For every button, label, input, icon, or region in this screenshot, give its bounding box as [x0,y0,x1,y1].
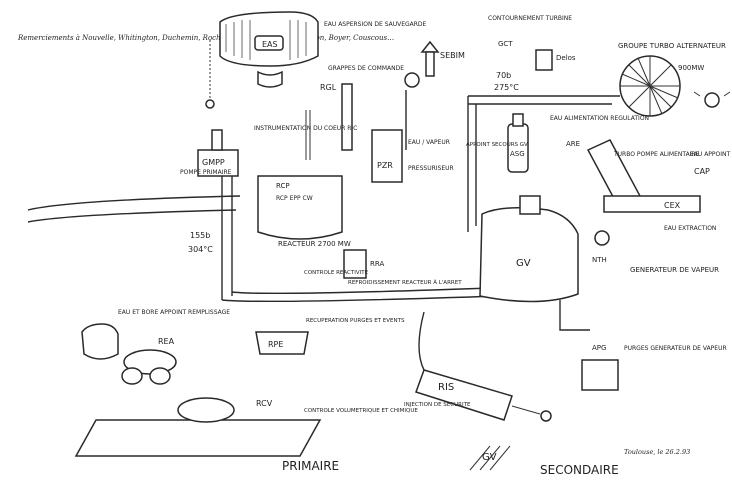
reacteur-label: REACTEUR 2700 MW [278,240,351,248]
temp-275: 275°C [494,83,519,92]
gmpp-pump: GMPP [197,129,239,177]
steam-generator: GV [479,195,579,303]
acknowledgement-note: Remerciements à Nouvelle, Whitington, Du… [17,34,394,42]
rgl-label: RGL [320,83,337,92]
teapot-icon [81,323,119,360]
rra-unit [343,249,367,279]
ris-syringe: RIS [415,369,552,422]
svg-text:RCP: RCP [276,182,290,190]
turbo-pompe-label: TURBO POMPE ALIMENTAIRE [613,151,700,158]
sebim-label: SEBIM [440,51,465,60]
pompe-primaire-label: POMPE PRIMAIRE [180,169,232,176]
appoint-secours-label: APPOINT SECOURS GV [466,142,528,148]
rea-label: REA [158,337,175,346]
controle-rx-label: CONTROLE REACTIVITE [304,270,369,276]
apg-tank [581,359,619,391]
signature: Toulouse, le 26.2.93 [624,448,690,456]
refroidissement-label: REFROIDISSEMENT REACTEUR À L'ARRET [348,279,462,286]
recuperation-label: RECUPERATION PURGES ET EVENTS [306,318,405,324]
eau-vapeur-label: EAU / VAPEUR [408,139,450,146]
rea-pumps [121,349,177,385]
eas-label: EAS [262,40,278,49]
gct-valve [535,49,553,71]
gv-bottom-label: GV [482,452,497,463]
rra-label: RRA [370,260,384,268]
lightbulb-icon-2 [594,230,610,246]
pressure-70b: 70b [496,71,511,80]
svg-text:RCP EPP CW: RCP EPP CW [276,195,313,202]
svg-text:GMPP: GMPP [202,158,225,167]
power-900: 900MW [678,64,704,72]
apg-label: APG [592,344,606,352]
cap-label: CAP [694,167,710,176]
purges-label: PURGES GENERATEUR DE VAPEUR [624,345,727,352]
nth-label: NTH [592,256,607,264]
pressure-155b: 155b [190,231,210,240]
injection-label: INJECTION DE SECURITE [404,402,471,408]
cex-condenser [603,195,701,213]
eau-alim-label: EAU ALIMENTATION REGULATION [550,115,649,122]
eau-extraction-label: EAU EXTRACTION [664,225,716,232]
lightbulb-icon [693,91,731,108]
delos-label: Delos [556,54,576,62]
control-rod [341,83,353,151]
rcv-label: RCV [256,399,273,408]
turbine-wheel [619,55,681,117]
eas-tank: EAS [219,11,319,88]
svg-text:RIS: RIS [438,382,454,393]
eau-aspersion-label: EAU ASPERSION DE SAUVEGARDE [324,21,427,28]
controle-vol-label: CONTROLE VOLUMETRIQUE ET CHIMIQUE [304,408,418,414]
eau-appoint-label: EAU APPOINT [690,151,731,158]
asg-bottle: ASG [507,113,529,173]
sebim-arrow [420,40,440,53]
cex-label: CEX [664,201,681,210]
temp-304: 304°C [188,245,213,254]
reactor-vessel: RCP RCP EPP CW [257,175,343,240]
rpe-pot: RPE [255,331,309,355]
gct-label: GCT [498,40,513,48]
generateur-label: GENERATEUR DE VAPEUR [630,266,719,274]
pressurizer-vessel [371,129,403,183]
svg-text:RPE: RPE [268,340,283,349]
primaire-label: PRIMAIRE [282,459,339,473]
secondaire-label: SECONDAIRE [540,463,619,477]
rcv-tray [74,419,322,457]
svg-text:ASG: ASG [510,150,525,158]
svg-text:GV: GV [516,258,531,269]
pressure-gauge-icon [404,72,420,88]
grappes-label: GRAPPES DE COMMANDE [328,65,404,72]
eau-bore-label: EAU ET BORE APPOINT REMPLISSAGE [118,309,230,316]
pzr-label: PZR [377,161,393,170]
contournement-label: CONTOURNEMENT TURBINE [488,15,572,22]
are-label: ARE [566,140,580,148]
turbo-label: GROUPE TURBO ALTERNATEUR [618,42,726,50]
pressuriseur-label: PRESSURISEUR [408,165,454,172]
